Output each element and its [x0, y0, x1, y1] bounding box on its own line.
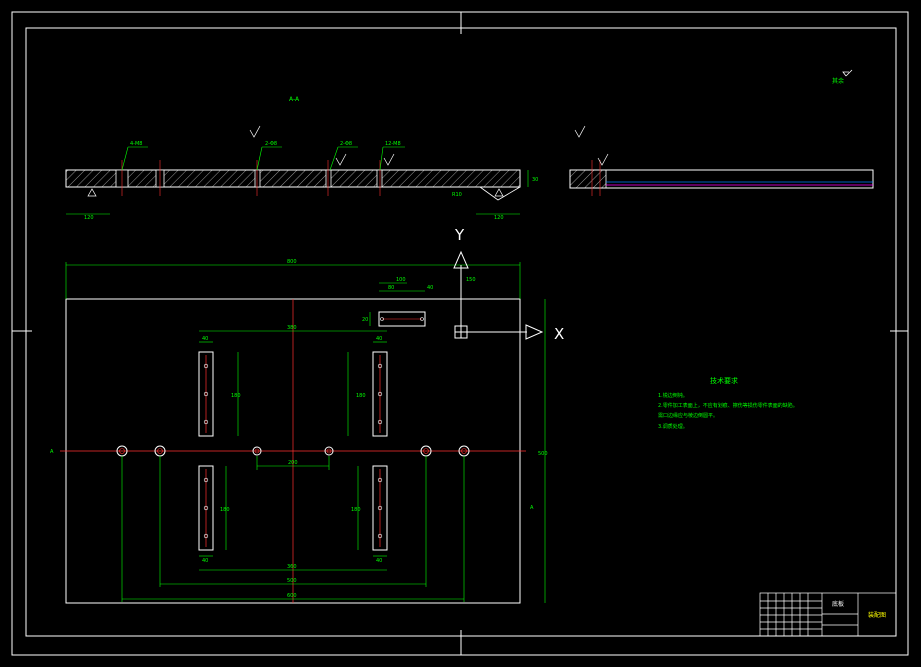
- plan-view: [60, 298, 526, 604]
- svg-text:380: 380: [287, 325, 297, 331]
- svg-text:30: 30: [532, 177, 538, 183]
- svg-text:2-Φ8: 2-Φ8: [265, 141, 277, 147]
- small-part: [378, 311, 426, 327]
- svg-text:需口边缘应与棱边倒圆平。: 需口边缘应与棱边倒圆平。: [658, 412, 718, 419]
- svg-text:180: 180: [356, 393, 366, 399]
- svg-text:360: 360: [287, 564, 297, 570]
- svg-text:500: 500: [538, 451, 548, 457]
- title-part-name: 底板: [832, 600, 844, 608]
- sheet-outer-border: [11, 11, 909, 656]
- tech-requirements: 技术要求 1.锐边倒钝。 2.零件加工表面上，不应有划痕、擦伤等损伤零件表面的缺…: [658, 376, 798, 430]
- svg-text:120: 120: [84, 215, 94, 221]
- svg-text:600: 600: [287, 593, 297, 599]
- svg-text:40: 40: [427, 285, 433, 291]
- svg-text:180: 180: [220, 507, 230, 513]
- svg-text:技术要求: 技术要求: [710, 376, 738, 385]
- surface-finish-note: 其余: [832, 69, 853, 85]
- svg-text:12-M8: 12-M8: [385, 141, 401, 147]
- title-block: [759, 592, 897, 637]
- svg-text:40: 40: [202, 558, 208, 564]
- svg-text:40: 40: [376, 558, 382, 564]
- svg-text:R10: R10: [452, 192, 462, 198]
- title-drawing-label: 装配图: [868, 611, 886, 619]
- axis-x-label: X: [554, 325, 564, 343]
- section-view: [65, 160, 521, 201]
- svg-text:3.调质处理。: 3.调质处理。: [658, 423, 688, 430]
- plan-dimensions: [65, 262, 546, 603]
- svg-text:200: 200: [288, 460, 298, 466]
- section-label: A-A: [289, 96, 300, 103]
- svg-text:4-M8: 4-M8: [130, 141, 142, 147]
- svg-text:A: A: [50, 449, 54, 455]
- svg-text:1.锐边倒钝。: 1.锐边倒钝。: [658, 392, 688, 399]
- svg-text:A: A: [530, 505, 534, 511]
- ucs-axis-icon: [453, 250, 544, 340]
- svg-text:120: 120: [494, 215, 504, 221]
- svg-text:20: 20: [362, 317, 368, 323]
- svg-text:500: 500: [287, 578, 297, 584]
- svg-text:180: 180: [231, 393, 241, 399]
- svg-text:100: 100: [396, 277, 406, 283]
- svg-text:40: 40: [202, 336, 208, 342]
- svg-text:其余: 其余: [832, 77, 844, 85]
- svg-text:80: 80: [388, 285, 394, 291]
- svg-text:2-Φ8: 2-Φ8: [340, 141, 352, 147]
- section-callouts: 4-M8 2-Φ8 2-Φ8 12-M8 R10 30 120 120: [66, 125, 538, 221]
- plan-dim-text: 800 380 600 500 360 200 500 180 180 180 …: [50, 259, 548, 599]
- svg-text:40: 40: [376, 336, 382, 342]
- svg-text:180: 180: [351, 507, 361, 513]
- svg-text:2.零件加工表面上，不应有划痕、擦伤等损伤零件表面的缺陷。: 2.零件加工表面上，不应有划痕、擦伤等损伤零件表面的缺陷。: [658, 402, 798, 409]
- svg-text:800: 800: [287, 259, 297, 265]
- axis-y-label: Y: [454, 226, 465, 244]
- svg-text:150: 150: [466, 277, 476, 283]
- side-view: [569, 125, 874, 196]
